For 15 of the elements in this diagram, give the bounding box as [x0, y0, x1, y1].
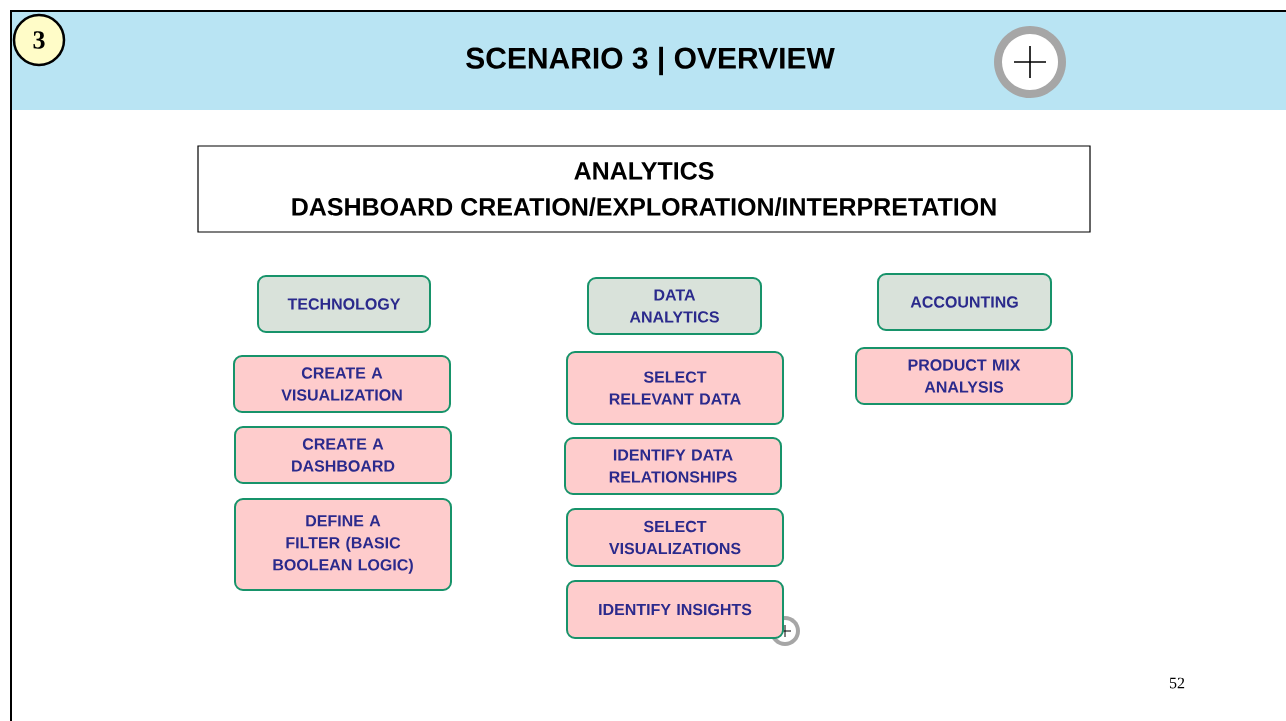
- category-box: TECHNOLOGY: [257, 275, 431, 333]
- task-box: SELECT RELEVANT DATA: [566, 351, 784, 425]
- task-box: PRODUCT MIX ANALYSIS: [855, 347, 1073, 405]
- task-box: IDENTIFY DATA RELATIONSHIPS: [564, 437, 782, 495]
- page-number: 52: [1169, 677, 1185, 689]
- task-box: DEFINE A FILTER (BASIC BOOLEAN LOGIC): [234, 498, 452, 591]
- task-box: CREATE A VISUALIZATION: [233, 355, 451, 413]
- heading-box: ANALYTICS DASHBOARD CREATION/EXPLORATION/INTERPRETATION: [197, 145, 1091, 233]
- task-box: IDENTIFY INSIGHTS: [566, 580, 784, 639]
- number-badge: 3: [12, 13, 66, 67]
- task-box: SELECT VISUALIZATIONS: [566, 508, 784, 567]
- task-box: CREATE A DASHBOARD: [234, 426, 452, 484]
- category-box: DATA ANALYTICS: [587, 277, 762, 335]
- category-box: ACCOUNTING: [877, 273, 1052, 331]
- title: SCENARIO 3 | OVERVIEW: [466, 46, 835, 76]
